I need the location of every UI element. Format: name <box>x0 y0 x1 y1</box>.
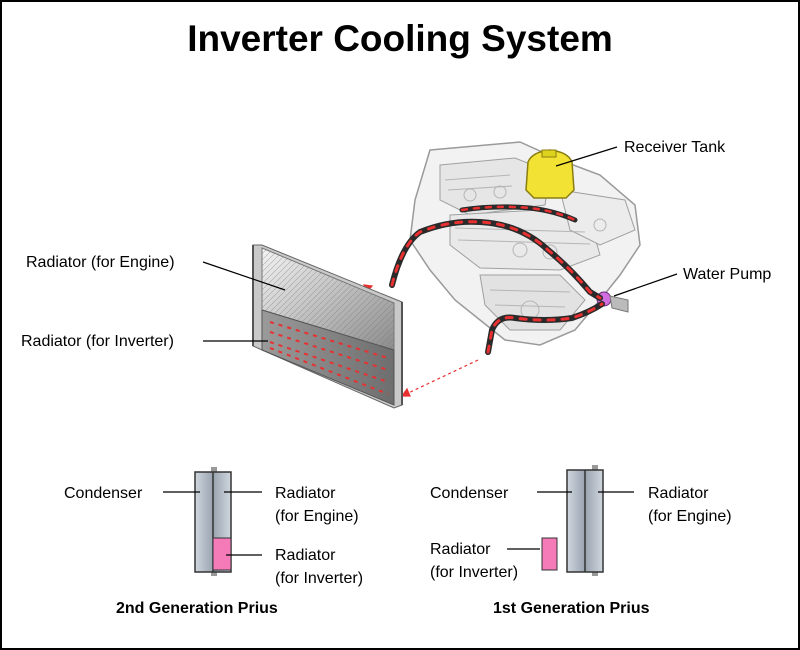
leader-lines-gen2 <box>163 491 262 556</box>
coolant-hoses <box>389 204 605 355</box>
gen1-radiator-engine-label-line2: (for Engine) <box>648 508 732 525</box>
gen1-caption: 1st Generation Prius <box>493 600 650 617</box>
gen1-radiator-inverter-label-line1: Radiator <box>430 541 491 558</box>
gen2-radiator-engine-label-line1: Radiator <box>275 485 336 502</box>
gen2-condenser-label: Condenser <box>64 485 143 502</box>
page-title: Inverter Cooling System <box>187 18 613 59</box>
gen1-radiator-engine-label-line1: Radiator <box>648 485 709 502</box>
engine-illustration <box>409 141 641 346</box>
radiator-inverter-label: Radiator (for Inverter) <box>21 333 174 350</box>
receiver-tank-label: Receiver Tank <box>624 139 726 156</box>
gen2-core-assembly <box>194 467 232 576</box>
gen2-radiator-engine-label-line2: (for Engine) <box>275 508 359 525</box>
gen1-radiator-inverter-label-line2: (for Inverter) <box>430 564 519 581</box>
main-radiator <box>252 244 403 409</box>
water-pump-label: Water Pump <box>683 266 772 283</box>
leader-lines-gen1 <box>507 491 634 550</box>
gen2-radiator-inverter-label-line2: (for Inverter) <box>275 570 364 587</box>
gen2-radiator-inverter-label-line1: Radiator <box>275 547 336 564</box>
radiator-engine-label: Radiator (for Engine) <box>26 254 175 271</box>
gen2-caption: 2nd Generation Prius <box>116 600 278 617</box>
receiver-tank-shape <box>525 149 575 199</box>
gen1-condenser-label: Condenser <box>430 485 509 502</box>
gen1-core-assembly <box>541 465 604 576</box>
leader-lines-main <box>202 146 678 342</box>
